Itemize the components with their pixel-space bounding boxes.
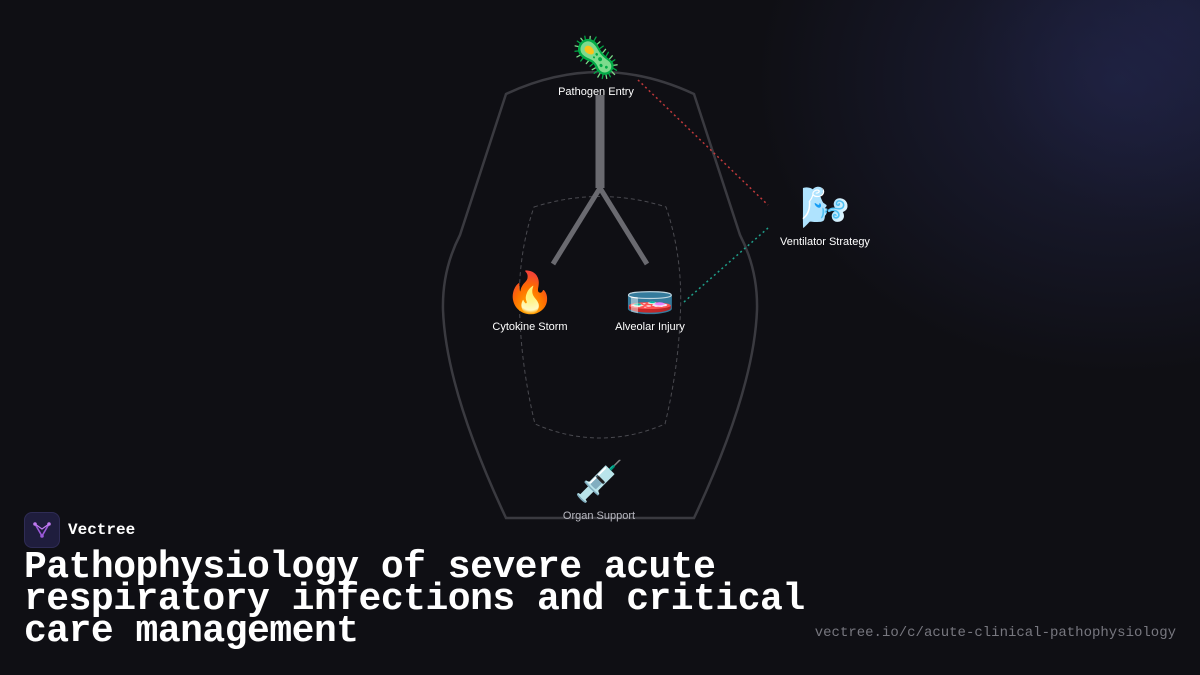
right-bronchus [597,186,650,266]
fire-icon: 🔥 [505,270,555,316]
link-alveolar-ventilator [683,227,769,303]
node-label-organ-support: Organ Support [562,510,636,522]
node-label-cytokine-storm: Cytokine Storm [492,321,568,333]
node-ventilator-strategy: 🌬️ Ventilator Strategy [768,184,882,248]
node-pathogen-entry: 🦠 Pathogen Entry [546,34,646,98]
source-url: vectree.io/c/acute-clinical-pathophysiol… [814,625,1176,641]
wind-face-icon: 🌬️ [800,185,850,231]
microbe-icon: 🦠 [571,35,621,81]
syringe-icon: 💉 [574,459,624,505]
link-pathogen-ventilator [637,79,769,206]
node-label-pathogen-entry: Pathogen Entry [558,86,634,98]
lung-region-outline [518,196,682,439]
petri-dish-icon: 🧫 [625,270,675,316]
brand: Vectree [24,512,135,548]
node-label-ventilator-strategy: Ventilator Strategy [780,236,870,248]
left-bronchus [550,186,603,266]
page-title: Pathophysiology of severe acute respirat… [24,546,805,653]
brand-name: Vectree [68,521,136,539]
node-cytokine-storm: 🔥 Cytokine Storm [480,269,580,333]
vectree-logo-icon [24,512,60,548]
node-label-alveolar-injury: Alveolar Injury [615,321,685,333]
node-alveolar-injury: 🧫 Alveolar Injury [600,269,700,333]
torso-outline [441,70,759,520]
node-organ-support: 💉 Organ Support [549,458,649,522]
